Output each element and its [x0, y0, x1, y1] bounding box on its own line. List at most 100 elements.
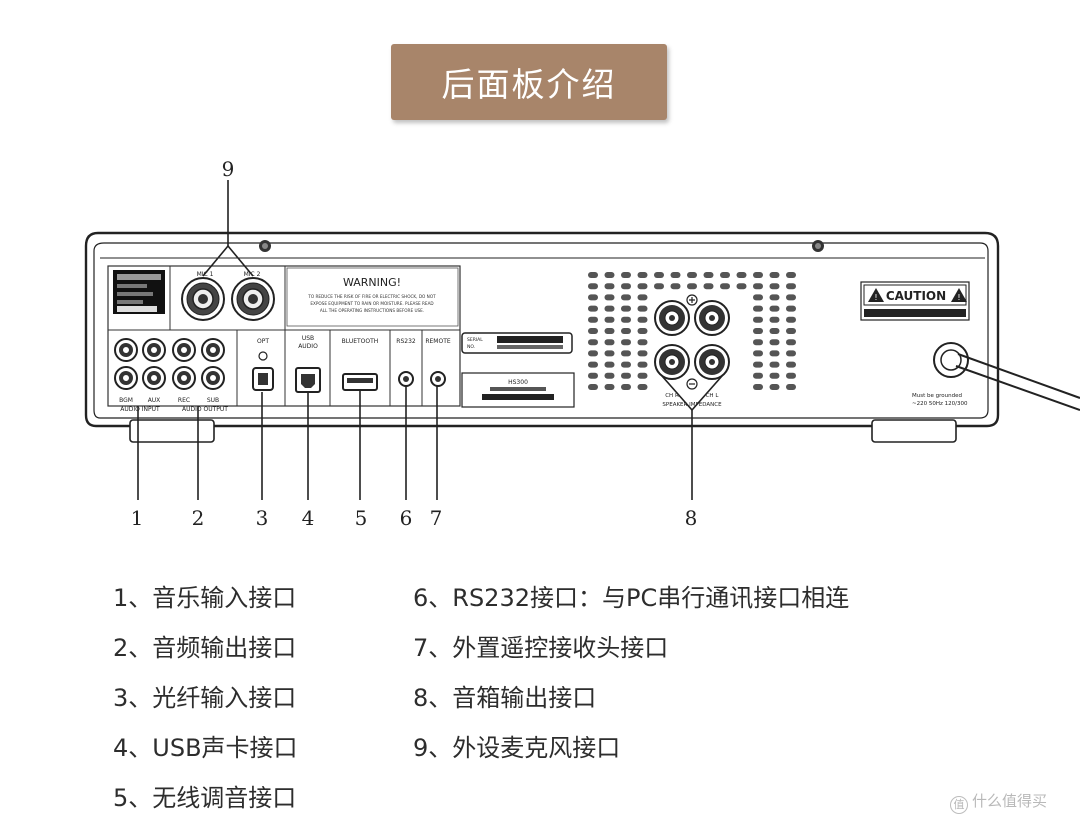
- vent-slot: [753, 294, 763, 301]
- vent-slot: [604, 328, 615, 334]
- opt-label: OPT: [257, 338, 269, 345]
- rca-jack: [142, 338, 166, 362]
- vent-slot: [753, 305, 763, 312]
- vent-slot: [637, 294, 648, 301]
- vent-slot: [637, 272, 648, 278]
- speaker-impedance-label: SPEAKER IMPEDANCE: [662, 402, 722, 408]
- vent-slot: [786, 361, 796, 368]
- vent-slot: [786, 339, 796, 346]
- vent-slot: [720, 283, 730, 290]
- vent-slot: [588, 294, 598, 301]
- watermark: 值什么值得买: [950, 790, 1047, 814]
- usb-b-port: [295, 367, 321, 393]
- vent-slot: [621, 316, 631, 323]
- bluetooth-usb-a-port: [342, 373, 378, 391]
- foot-right: [871, 419, 957, 443]
- legend-item-3: 3、光纤输入接口: [113, 684, 297, 712]
- vent-slot: [637, 384, 648, 390]
- vent-slot: [604, 384, 615, 390]
- vent-slot: [786, 350, 796, 357]
- vent-slot: [753, 283, 763, 290]
- polarity-markers: [686, 294, 698, 390]
- mic1-jack: [181, 277, 225, 321]
- vent-slot: [703, 283, 714, 290]
- vent-slot: [604, 316, 615, 323]
- vent-slot: [604, 350, 615, 357]
- legend-item-7: 7、外置遥控接收头接口: [413, 634, 669, 662]
- vent-slot: [637, 372, 648, 379]
- foot-left: [129, 419, 215, 443]
- io-module-frame: [107, 265, 461, 407]
- vent-slot: [588, 350, 598, 357]
- usb-audio-label-2: AUDIO: [298, 343, 318, 350]
- vent-slot: [588, 361, 598, 368]
- rs232-port: [398, 371, 414, 387]
- callout-1: 1: [131, 506, 144, 530]
- vent-slot: [621, 305, 631, 312]
- vent-slot: [769, 305, 780, 312]
- vent-slot: [736, 272, 747, 278]
- callout-lines: [137, 180, 723, 500]
- callout-4: 4: [302, 506, 315, 530]
- legend-item-8: 8、音箱输出接口: [413, 684, 597, 712]
- vent-slot: [769, 283, 780, 290]
- vent-slot: [753, 339, 763, 346]
- title-banner: 后面板介绍: [391, 44, 667, 120]
- rs232-label: RS232: [396, 338, 416, 345]
- legend-item-5: 5、无线调音接口: [113, 784, 297, 812]
- serial-number-sticker: SERIAL NO.: [461, 332, 573, 354]
- audio-output-label: AUDIO OUTPUT: [182, 406, 228, 413]
- vent-slot: [637, 305, 648, 312]
- vent-slot: [769, 361, 780, 368]
- vent-slot: [637, 328, 648, 334]
- ground-text-2: ~220 50Hz 120/300: [912, 401, 968, 407]
- sub-label: SUB: [207, 397, 219, 404]
- vent-slot: [621, 328, 631, 334]
- vent-slot: [769, 384, 780, 390]
- spec-label-block: [113, 270, 165, 314]
- vent-slot: [753, 372, 763, 379]
- vent-slot: [604, 372, 615, 379]
- vent-slot: [786, 272, 796, 278]
- vent-slot: [769, 372, 780, 379]
- remote-port: [430, 371, 446, 387]
- vent-slot: [786, 305, 796, 312]
- serial-label-2: NO.: [467, 344, 475, 350]
- vent-slot: [769, 272, 780, 278]
- vent-slot: [637, 361, 648, 368]
- audio-input-label: AUDIO INPUT: [120, 406, 160, 413]
- vent-slot: [786, 316, 796, 323]
- speaker-binding-post: [694, 300, 730, 336]
- vent-slot: [670, 272, 681, 278]
- vent-slot: [769, 350, 780, 357]
- aux-label: AUX: [148, 397, 161, 404]
- rca-jack: [142, 366, 166, 390]
- model-label: HS300: [508, 379, 528, 386]
- vent-slot: [621, 339, 631, 346]
- legend-item-2: 2、音频输出接口: [113, 634, 297, 662]
- ground-text-1: Must be grounded: [912, 393, 962, 399]
- vent-slot: [588, 328, 598, 334]
- legend-item-9: 9、外设麦克风接口: [413, 734, 621, 762]
- speaker-terminals: [654, 294, 730, 390]
- caution-label: ! ! CAUTION: [860, 281, 970, 321]
- watermark-logo-icon: 值: [950, 796, 968, 814]
- rca-jack: [172, 366, 196, 390]
- warning-line-2: EXPOSE EQUIPMENT TO RAIN OR MOISTURE. PL…: [310, 301, 433, 306]
- vent-slot: [621, 283, 631, 290]
- optical-port: [252, 351, 274, 391]
- vent-slot: [769, 316, 780, 323]
- legend-item-1: 1、音乐输入接口: [113, 584, 297, 612]
- callout-8: 8: [685, 506, 698, 530]
- vent-slot: [786, 384, 796, 390]
- vent-slot: [786, 283, 796, 290]
- usb-audio-label-1: USB: [302, 335, 314, 342]
- vent-slot: [670, 283, 681, 290]
- vent-slot: [687, 272, 697, 278]
- vent-slot: [720, 272, 730, 278]
- callout-3: 3: [256, 506, 269, 530]
- ch-l-label: CH L: [706, 393, 720, 399]
- ventilation-grille: [588, 272, 796, 390]
- svg-text:!: !: [874, 293, 877, 302]
- page-title: 后面板介绍: [441, 65, 617, 104]
